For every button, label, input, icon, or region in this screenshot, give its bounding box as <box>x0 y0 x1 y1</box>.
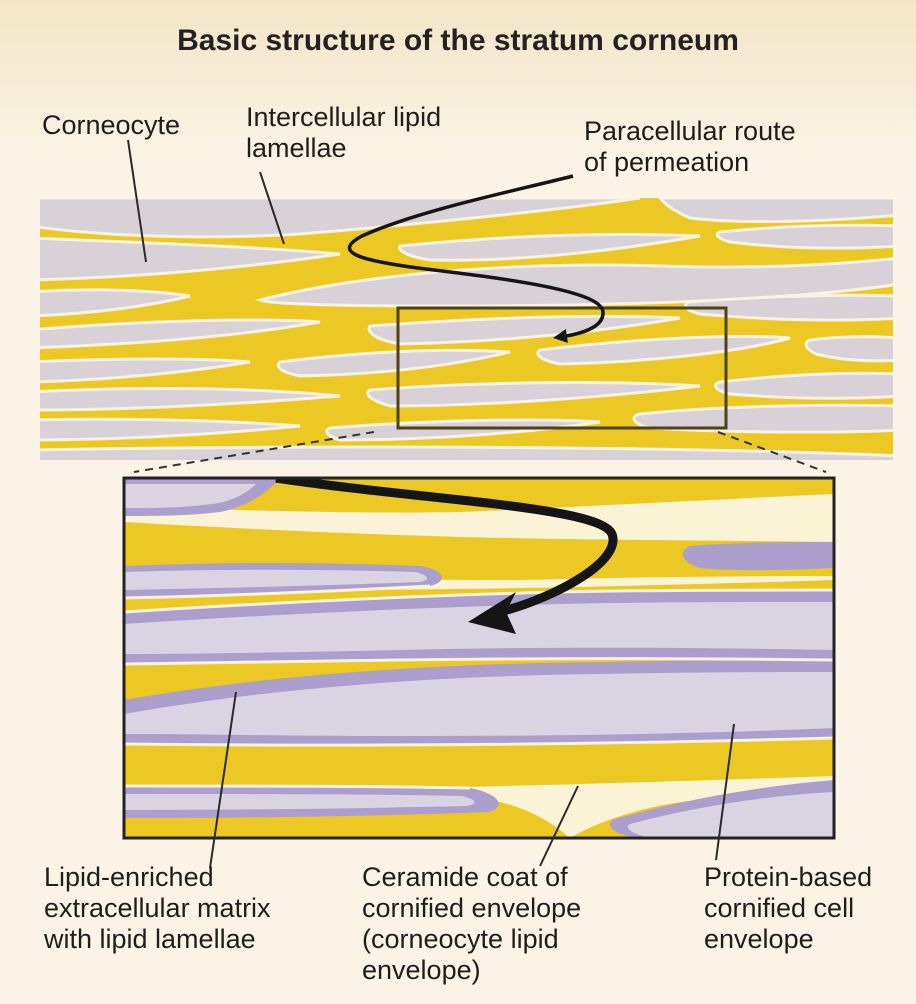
corneocyte-cell <box>717 225 900 248</box>
top-panel <box>30 176 900 472</box>
label-lipid-enriched-matrix: Lipid-enriched extracellular matrix with… <box>44 862 271 955</box>
corneocyte-cell <box>660 198 900 222</box>
label-protein-based-envelope: Protein-based cornified cell envelope <box>704 862 872 955</box>
label-corneocyte: Corneocyte <box>42 110 180 141</box>
zoom-cell-envelope <box>683 542 834 570</box>
label-intercellular-lipid-lamellae: Intercellular lipid lamellae <box>246 102 441 164</box>
label-ceramide-coat: Ceramide coat of cornified envelope (cor… <box>362 862 581 986</box>
zoom-panel <box>124 478 834 838</box>
label-paracellular-route: Paracellular route of permeation <box>584 116 796 178</box>
diagram-title: Basic structure of the stratum corneum <box>0 24 916 58</box>
corneocyte-cell <box>30 447 900 470</box>
